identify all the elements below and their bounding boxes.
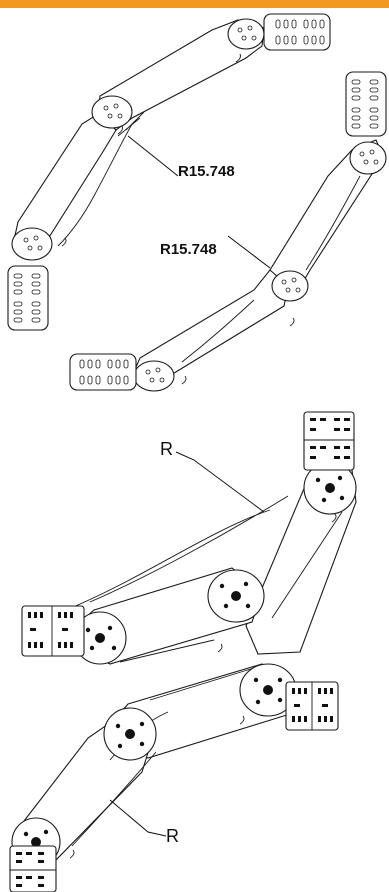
upper-connector-right [345, 71, 387, 137]
lower-connector-left-plate [21, 605, 85, 657]
upper-left-clip-3 [117, 125, 123, 135]
lower-lower-clip-2 [69, 849, 75, 859]
lower-upper-curve-1 [65, 509, 271, 611]
radius-leader-1 [175, 451, 265, 513]
radius-label-2: R [166, 826, 179, 846]
radius-label-1: R [160, 439, 173, 459]
upper-right-arm [131, 125, 387, 392]
radius-leader-2 [109, 799, 167, 837]
upper-left-arm [11, 18, 265, 261]
dimension-leader-1 [127, 135, 179, 177]
upper-connector-top-plate [263, 13, 331, 51]
upper-right-rail [305, 175, 361, 271]
accent-bar [0, 0, 389, 8]
upper-right-bottom-disc [133, 360, 175, 392]
upper-connector-top [263, 13, 331, 51]
upper-left-top-disc [227, 18, 265, 50]
lower-connector-bottom [9, 845, 57, 892]
dimension-label-2: R15.748 [160, 241, 217, 258]
upper-right-lower-rail [181, 299, 255, 363]
upper-connector-bottom [69, 353, 137, 391]
lower-connector-top [303, 411, 355, 471]
lower-figure: R R [9, 411, 357, 892]
lower-lower-clip-1 [239, 715, 245, 725]
upper-right-pivot-disc [271, 270, 309, 302]
lower-connector-right [285, 681, 339, 731]
lower-upper-clip-1 [217, 643, 223, 653]
dimension-label-1: R15.748 [178, 163, 235, 180]
lower-upper-rail-bottom [119, 639, 215, 663]
upper-figure: R15.748 R15.748 [7, 13, 387, 392]
upper-connector-bottom-plate [69, 353, 137, 391]
lower-assembly-lower [11, 663, 297, 867]
upper-left-pivot-disc [91, 95, 133, 129]
upper-left-clip-1 [235, 53, 241, 63]
lower-lower-rail [71, 751, 157, 847]
lower-connector-left [21, 605, 85, 657]
upper-right-end-disc [349, 141, 387, 175]
upper-right-clip-1 [289, 317, 295, 327]
lower-lower-top-rail [149, 667, 255, 701]
lower-upper-clip-2 [331, 513, 337, 523]
upper-left-hinge-lines [117, 111, 145, 137]
upper-left-rail [57, 123, 133, 247]
upper-left-end-disc [11, 227, 53, 261]
lower-connector-bottom-plate [9, 845, 57, 892]
dimension-leader-2 [227, 235, 271, 269]
lower-upper-curve-2 [89, 495, 289, 603]
lower-upper-rail-right [271, 511, 343, 619]
lower-assembly-upper [65, 461, 357, 665]
upper-right-clip-2 [181, 375, 187, 385]
upper-connector-left [7, 265, 49, 331]
upper-left-clip-2 [61, 237, 67, 247]
lower-connector-top-plate [303, 411, 355, 471]
